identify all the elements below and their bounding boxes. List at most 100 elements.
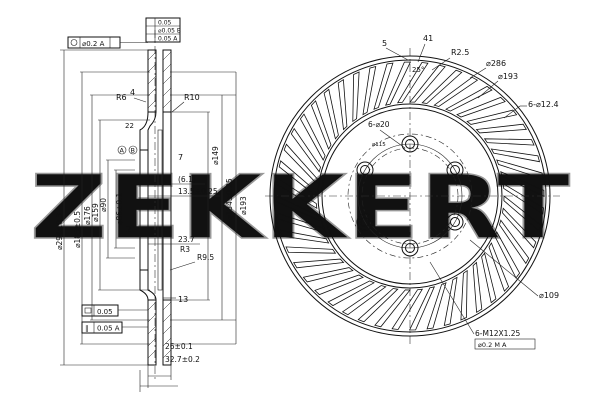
label-13-5: 13.5±0.25 [178,187,218,196]
label-115: ⌀115 [372,142,386,148]
vane [503,195,542,232]
vane [443,276,458,327]
inner-rim [317,103,503,289]
vane [276,177,318,210]
label-109: ⌀109 [539,291,559,300]
datum-a: A [120,147,125,155]
label-6x12-4: 6-⌀12.4 [528,100,559,109]
dim-184: ⌀184±0.25 [225,178,234,220]
vane [276,212,324,233]
label-22: 22 [125,122,134,130]
vane [385,61,412,106]
vane [302,267,354,283]
vane [456,96,506,118]
label-193: ⌀193 [498,72,518,81]
label-286: ⌀286 [486,59,506,68]
vane [352,71,360,123]
section-view: 0.05 ⌀0.05 B 0.05 A ⌀0.2 A 0.05 ∥ 0.05 A… [55,17,248,392]
vane [481,252,497,304]
vane [279,229,330,244]
label-6-1: (6.1) [178,175,196,184]
dim-159: ⌀159 [91,203,100,222]
label-thread-tolerance: ⌀0.2 M A [478,341,507,349]
label-26: 26±0.1 [165,342,193,351]
bolt-hole-inner [450,217,460,227]
outer-rim [269,55,551,337]
bolt-hole-inner [360,165,370,175]
vane [278,160,317,197]
vane [502,182,544,215]
vane [472,261,483,313]
vane [299,113,326,161]
svg-text:∥: ∥ [85,325,89,333]
vane [445,85,493,112]
bolt-hole [401,135,419,153]
bolt-hole [401,239,419,257]
vane [310,100,332,150]
dim-176: ⌀176 [83,206,92,225]
vane [409,64,446,103]
dim-90: ⌀90 [99,198,108,212]
vane [433,76,479,107]
vane [421,69,463,104]
vane [341,285,387,316]
vane [496,159,544,180]
vane [502,207,537,249]
dim-193-side: ⌀193 [239,196,248,215]
label-r9-5: R9.5 [197,253,214,262]
label-6x20: 6-⌀20 [368,120,390,129]
vane [285,246,337,254]
bolt-hole-inner [405,243,415,253]
vane [426,282,447,330]
vane [293,258,345,269]
bolt-hole [356,213,374,231]
label-13: 13 [178,295,188,304]
label-41: 41 [423,34,433,43]
label-2: 2 [126,225,131,234]
datum-b: B [131,147,135,155]
bolt-hole-inner [405,139,415,149]
vane [337,79,348,131]
dim-185: ⌀185±0.5 [73,211,82,248]
tol-top-3: 0.05 A [158,36,178,43]
bolt-hole [446,161,464,179]
vane [327,280,375,307]
bolt-hole [356,161,374,179]
label-4: 4 [130,88,135,97]
label-23-7: 23.7 [178,235,195,244]
bolt-hole-inner [360,217,370,227]
vane [323,88,339,140]
label-r3: R3 [180,245,190,254]
vane [488,242,510,292]
label-5: 5 [382,39,387,48]
vane [374,289,411,328]
vane [275,194,320,221]
bolt-hole [446,213,464,231]
vane [283,143,318,185]
label-7: 7 [178,153,183,162]
dim-294: ⌀294±0.3 [55,213,64,250]
dim-86: ⌀86±0.1 [115,193,124,225]
vane [483,138,535,146]
vane [499,219,530,265]
parallel-frame: 0.05 A [97,325,120,333]
tol-top-2: ⌀0.05 B [158,28,181,35]
vane [408,286,435,331]
runout-frame: ⌀0.2 A [82,40,105,48]
vane [391,288,424,330]
vane [290,127,321,173]
bolt-hole-inner [450,165,460,175]
vane [396,62,429,104]
tol-top-1: 0.05 [158,20,172,27]
label-r2-5: R2.5 [451,48,469,57]
vane [373,62,394,110]
label-thread: 6-M12X1.25 [475,329,521,338]
vane [490,148,541,163]
vane [357,288,399,323]
vane [460,269,468,321]
label-32-7: 32.7±0.2 [165,355,200,364]
face-view: 5 41 25° R2.5 ⌀286 ⌀193 6-⌀12.4 6-⌀20 ⌀1… [265,34,560,350]
cooling-vanes [275,61,545,331]
